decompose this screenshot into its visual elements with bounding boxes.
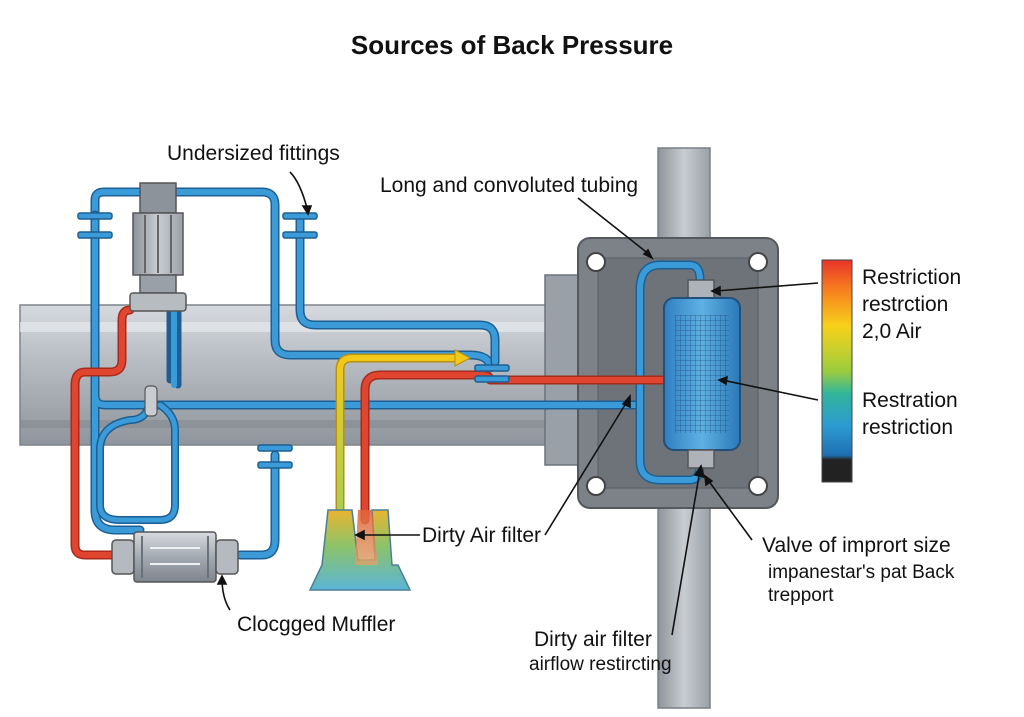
clogged-muffler [111, 531, 239, 583]
callout-lines [216, 171, 819, 636]
label-airflow-restricting: airflow restircting [529, 654, 672, 675]
undersized-fitting-valve [129, 182, 187, 417]
legend-item-air: 2,0 Air [862, 320, 922, 343]
label-clogged-muffler: Clocgged Muffler [237, 613, 396, 636]
label-long-tubing: Long and convoluted tubing [380, 174, 639, 197]
label-valve-note-2: trepport [768, 585, 834, 606]
label-valve-note-1: impanestar's pat Back [768, 562, 955, 583]
inline-air-filter [663, 279, 741, 469]
label-undersized-fittings: Undersized fittings [167, 142, 340, 165]
fitting-flanges [77, 212, 510, 469]
legend-item-restriction: Restriction [862, 266, 962, 289]
yellow-flow-line [335, 349, 472, 525]
blue-tubing [90, 187, 705, 560]
legend-item-restrction: restrction [862, 293, 949, 316]
label-dirty-air-filter: Dirty Air filter [422, 524, 542, 547]
diagram-title: Sources of Back Pressure [350, 30, 674, 60]
legend-item-restriction-2: restriction [862, 416, 954, 439]
restriction-color-scale [821, 259, 853, 483]
label-dirty-air-filter-2: Dirty air filter [534, 628, 652, 651]
legend-item-restration: Restration [862, 389, 958, 412]
air-filter-nozzle [308, 509, 412, 591]
label-valve-size: Valve of imprort size [762, 534, 951, 557]
